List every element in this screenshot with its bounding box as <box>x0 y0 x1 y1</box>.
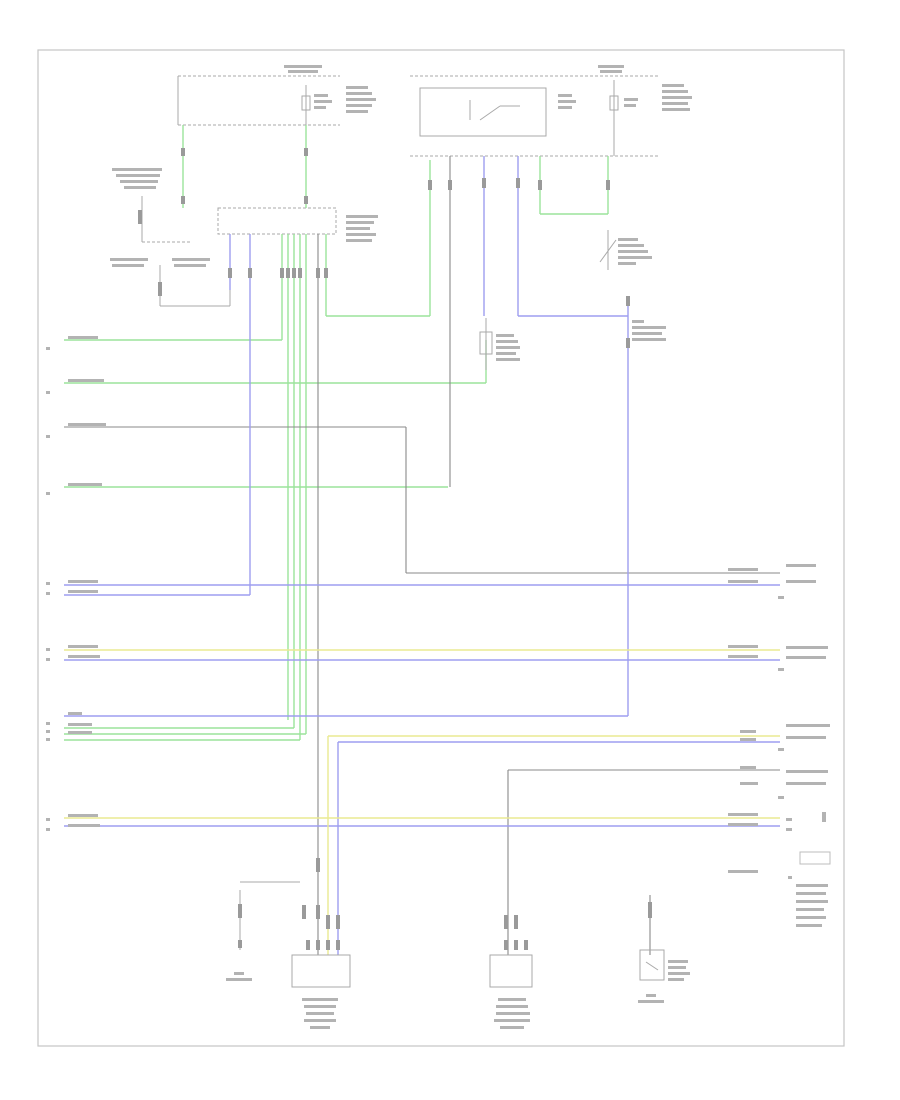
relay-box-labels <box>558 65 692 111</box>
diagram-border <box>37 49 845 1047</box>
control-unit-bottom-labels <box>302 998 338 1029</box>
control-unit-bottom <box>291 954 351 988</box>
engine-sensor-bottom-labels <box>494 998 530 1029</box>
fuse-box-left-label <box>284 65 376 113</box>
yellow-wires <box>64 649 780 955</box>
gray-wires <box>64 156 780 955</box>
pressure-switch-labels <box>618 238 666 341</box>
switch-bottom-right-labels <box>638 960 690 1003</box>
transmission-sensor-labels <box>110 168 210 267</box>
green-bus-wires <box>64 234 487 741</box>
control-module-labels <box>346 215 378 242</box>
right-row-labels <box>728 564 831 927</box>
control-module-connector <box>217 207 337 235</box>
bottom-left-ground-labels <box>226 972 252 981</box>
engine-sensor-bottom <box>489 954 533 988</box>
sensor-mid-labels <box>496 334 520 361</box>
bottom-left-ground <box>239 881 300 950</box>
switch-bottom-right <box>639 949 665 981</box>
pressure-switch <box>599 230 617 270</box>
relay-box <box>410 75 660 157</box>
left-row-labels <box>46 336 106 831</box>
fuse-box-left <box>177 75 340 126</box>
transmission-sensor <box>141 196 231 307</box>
connector-pins <box>138 148 652 950</box>
sensor-mid <box>479 318 493 370</box>
blue-wires <box>64 156 780 955</box>
green-wires-upper <box>182 125 609 317</box>
